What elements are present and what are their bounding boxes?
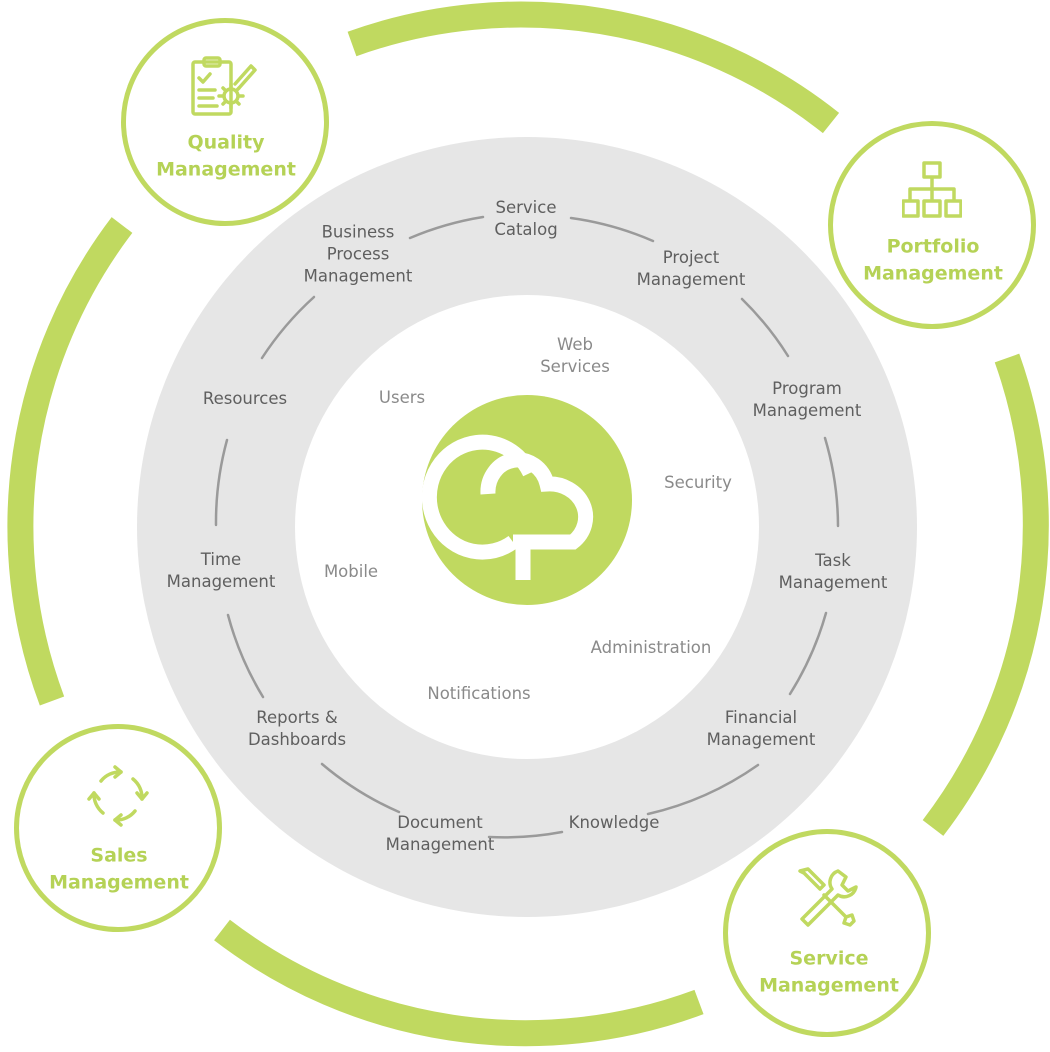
connector-6	[487, 830, 564, 839]
ring-label-line: Management	[778, 573, 888, 592]
ring-label-project-management[interactable]: Project Management	[637, 247, 746, 291]
connector-5	[646, 763, 760, 816]
clipboard-gear-icon	[187, 56, 257, 124]
ring-label-line: Task	[815, 551, 851, 571]
ring-label-line: Service	[495, 198, 557, 218]
outer-label-line: Management	[156, 158, 296, 180]
outer-label-service: Service Management	[759, 945, 899, 998]
ring-label-line: Document	[397, 813, 483, 833]
ring-label-line: Project	[662, 248, 720, 268]
connector-10	[260, 295, 316, 360]
ring-label-line: Resources	[202, 389, 288, 409]
core-label-web-services: Web Services	[540, 334, 610, 378]
ring-label-line: Knowledge	[568, 813, 660, 833]
ring-label-line: Management	[303, 265, 413, 285]
ring-label-line: Management	[752, 401, 862, 420]
ring-label-line: Management	[385, 835, 495, 854]
core-label-line: Services	[540, 357, 610, 376]
outer-label-sales: Sales Management	[49, 842, 189, 895]
outer-arc-bottom	[214, 919, 704, 1047]
core-label-line: Administration	[590, 638, 712, 658]
wrench-screwdriver-icon	[794, 865, 860, 935]
core-label-line: Notifications	[427, 684, 531, 704]
core-label-line: Security	[664, 473, 732, 493]
ring-label-line: Financial	[724, 708, 798, 728]
outer-arc-left	[7, 217, 133, 706]
ring-label-time-management[interactable]: Time Management	[167, 549, 276, 593]
ring-label-knowledge[interactable]: Knowledge	[569, 812, 660, 834]
connector-7	[320, 762, 401, 814]
ring-connectors	[214, 215, 840, 839]
ring-label-line: Management	[166, 572, 276, 591]
ring-label-line: Business	[321, 222, 395, 242]
ring-label-line: Management	[636, 270, 746, 289]
core-label-security: Security	[664, 472, 732, 494]
ring-label-line: Reports &	[256, 708, 338, 728]
ring-label-line: Process	[326, 244, 390, 264]
ring-label-line: Dashboards	[247, 730, 347, 749]
connector-11	[408, 215, 485, 240]
ring-label-line: Program	[772, 379, 842, 399]
outer-node-sales[interactable]	[14, 724, 222, 932]
ring-label-financial-management[interactable]: Financial Management	[707, 707, 816, 751]
connector-9	[214, 438, 229, 527]
connector-3	[823, 436, 840, 528]
outer-label-line: Service	[789, 947, 869, 970]
outer-label-portfolio: Portfolio Management	[863, 233, 1003, 286]
core-label-users: Users	[379, 387, 425, 409]
outer-label-line: Management	[49, 871, 189, 893]
core-label-notifications: Notifications	[427, 683, 530, 705]
outer-label-line: Management	[759, 974, 899, 996]
outer-node-quality[interactable]	[121, 18, 329, 226]
core-label-administration: Administration	[591, 637, 712, 659]
gb-logo-icon	[421, 434, 594, 580]
outer-label-line: Quality	[187, 131, 265, 154]
connector-2	[740, 297, 790, 358]
core-label-line: Web	[557, 335, 593, 355]
ring-label-program-management[interactable]: Program Management	[753, 378, 862, 422]
ring-label-line: Catalog	[494, 220, 558, 239]
ring-label-resources[interactable]: Resources	[203, 388, 287, 410]
outer-arc-top	[347, 1, 840, 134]
core-label-mobile: Mobile	[324, 561, 378, 583]
ring-label-business-process-management[interactable]: Business Process Management	[304, 221, 413, 286]
outer-label-line: Portfolio	[886, 235, 980, 258]
outer-label-quality: Quality Management	[156, 129, 296, 182]
core-label-line: Mobile	[323, 562, 379, 582]
ring-label-service-catalog[interactable]: Service Catalog	[494, 197, 557, 241]
connector-4	[788, 611, 828, 696]
outer-node-service[interactable]	[723, 829, 931, 1037]
ring-label-document-management[interactable]: Document Management	[386, 812, 495, 856]
ring-label-line: Time	[200, 550, 242, 570]
connector-8	[226, 613, 265, 699]
hierarchy-icon	[901, 161, 963, 223]
core-label-line: Users	[378, 388, 426, 408]
refresh-cycle-icon	[85, 763, 151, 833]
connector-1	[569, 216, 655, 243]
ring-label-reports-dashboards[interactable]: Reports & Dashboards	[248, 707, 346, 751]
outer-arc-right	[922, 353, 1049, 836]
outer-label-line: Management	[863, 262, 1003, 284]
outer-node-portfolio[interactable]	[828, 121, 1036, 329]
ring-label-task-management[interactable]: Task Management	[779, 550, 888, 594]
outer-label-line: Sales	[90, 844, 148, 867]
ring-label-line: Management	[706, 730, 816, 749]
